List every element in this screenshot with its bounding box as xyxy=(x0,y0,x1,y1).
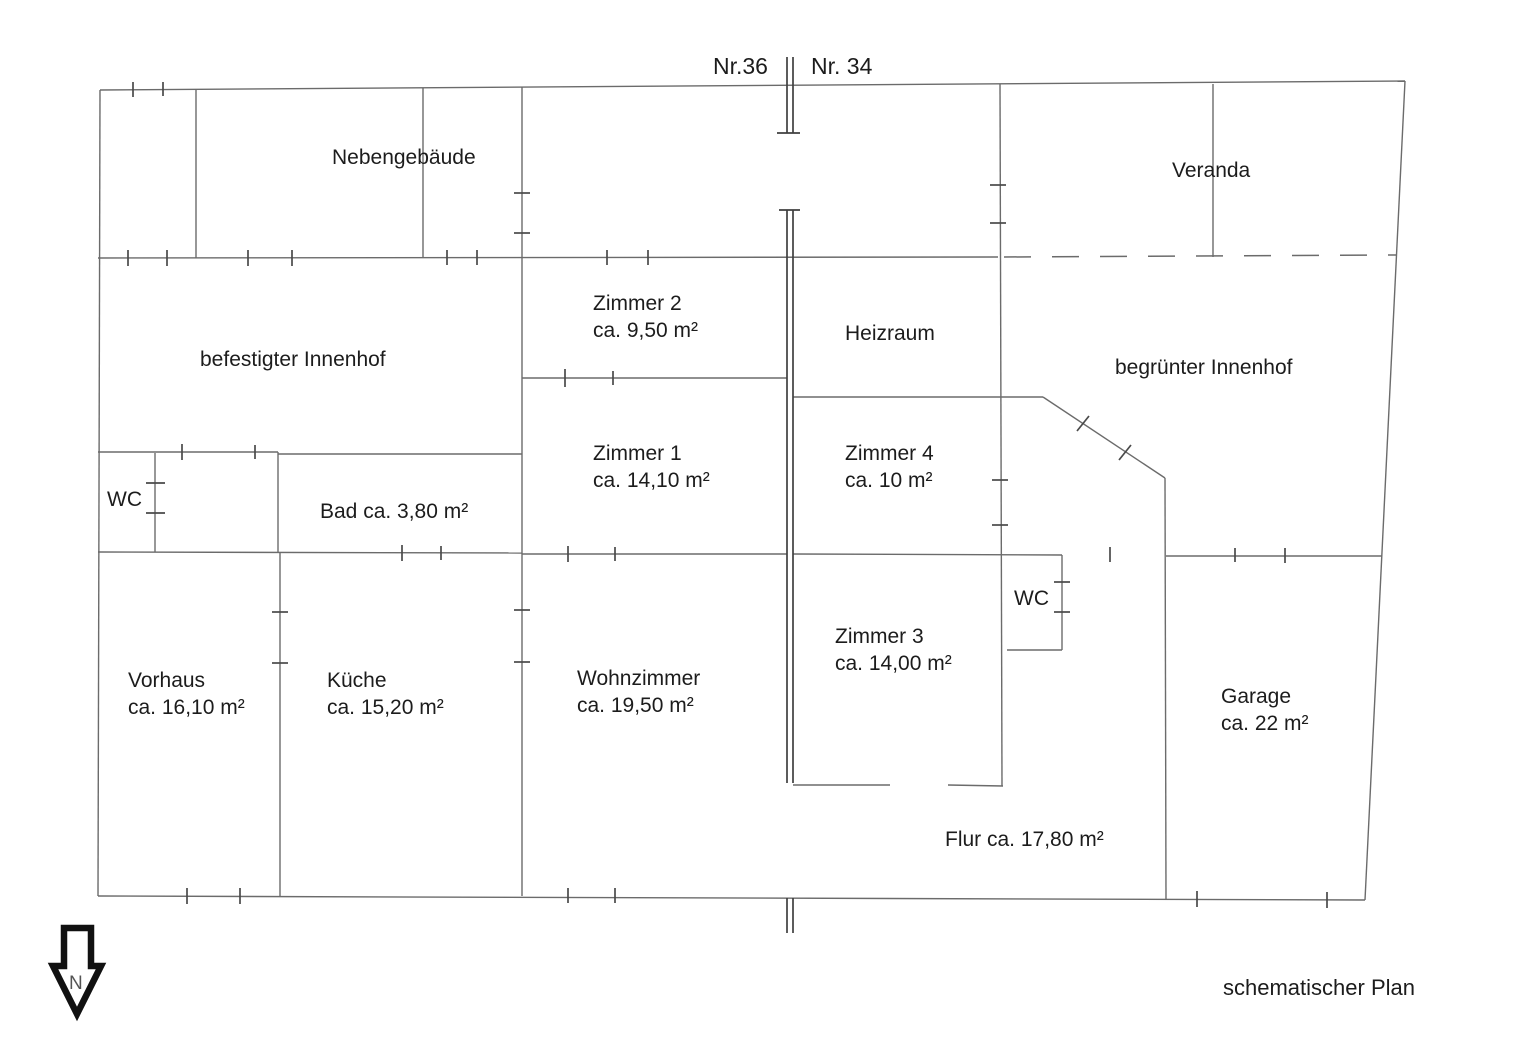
room-label-heizraum: Heizraum xyxy=(845,322,935,345)
room-label-zimmer2: Zimmer 2 ca. 9,50 m² xyxy=(593,290,698,344)
north-arrow-icon xyxy=(47,924,107,1022)
room-name: Küche xyxy=(327,669,387,692)
room-label-garage: Garage ca. 22 m² xyxy=(1221,683,1309,737)
room-area: ca. 10 m² xyxy=(845,469,933,492)
room-name: Vorhaus xyxy=(128,669,206,692)
room-label-befestigter-innenhof: befestigter Innenhof xyxy=(200,348,386,371)
house-number-right: Nr. 34 xyxy=(811,53,873,79)
room-name: Garage xyxy=(1221,685,1292,708)
room-label-zimmer3: Zimmer 3 ca. 14,00 m² xyxy=(835,623,952,677)
room-label-zimmer1: Zimmer 1 ca. 14,10 m² xyxy=(593,440,710,494)
room-area: ca. 16,10 m² xyxy=(128,696,245,719)
room-name: Zimmer 2 xyxy=(593,292,682,315)
room-name: Wohnzimmer xyxy=(577,667,701,690)
room-name: Zimmer 3 xyxy=(835,625,924,648)
room-label-wc-links: WC xyxy=(107,488,142,511)
room-name: Zimmer 4 xyxy=(845,442,934,465)
room-name: Zimmer 1 xyxy=(593,442,682,465)
dashed-boundary xyxy=(1003,254,1397,258)
room-label-begruenter-innenhof: begrünter Innenhof xyxy=(1115,356,1293,379)
north-arrow-label: N xyxy=(69,973,83,994)
room-label-flur: Flur ca. 17,80 m² xyxy=(945,828,1104,851)
party-wall xyxy=(777,57,800,933)
room-label-kueche: Küche ca. 15,20 m² xyxy=(327,667,444,721)
house-number-left: Nr.36 xyxy=(713,53,768,79)
plan-caption: schematischer Plan xyxy=(1223,975,1415,1000)
room-area: ca. 14,10 m² xyxy=(593,469,710,492)
room-label-vorhaus: Vorhaus ca. 16,10 m² xyxy=(128,667,245,721)
room-area: ca. 9,50 m² xyxy=(593,319,699,342)
room-area: ca. 22 m² xyxy=(1221,712,1309,735)
room-label-veranda: Veranda xyxy=(1172,159,1251,182)
opening-ticks xyxy=(127,82,1328,908)
room-area: ca. 19,50 m² xyxy=(577,694,694,717)
room-area: ca. 14,00 m² xyxy=(835,652,952,675)
room-label-nebengebaeude: Nebengebäude xyxy=(332,146,476,169)
wall-lines xyxy=(97,80,1406,901)
room-label-bad: Bad ca. 3,80 m² xyxy=(320,500,469,523)
room-label-wc-rechts: WC xyxy=(1014,587,1049,610)
room-label-wohnzimmer: Wohnzimmer ca. 19,50 m² xyxy=(577,665,700,719)
room-area: ca. 15,20 m² xyxy=(327,696,444,719)
room-label-zimmer4: Zimmer 4 ca. 10 m² xyxy=(845,440,934,494)
